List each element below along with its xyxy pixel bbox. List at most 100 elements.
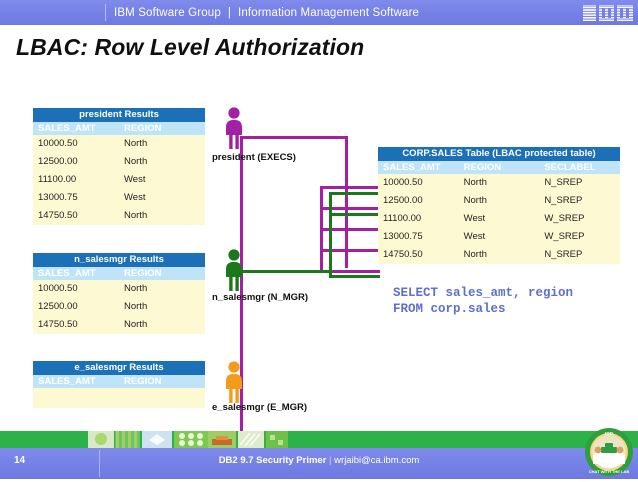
connector-purple-top [240,136,348,139]
table-row: 11100.00 West [33,171,205,189]
table-row: 11100.00 West W_SREP [378,210,620,228]
column-header-region: REGION [119,122,205,135]
column-header-region: REGION [119,375,205,388]
table-title: CORP.SALES Table (LBAC protected table) [378,147,620,161]
person-icon [226,107,242,149]
table-row: 12500.00 North [33,153,205,171]
table-row: 12500.00 North [33,298,205,316]
header-breadcrumb: IBM Software Group | Information Managem… [105,3,419,22]
column-header-sales-amt: SALES_AMT [33,122,119,135]
cell-region: North [119,207,205,225]
table-row: 14750.50 North [33,316,205,334]
ibm-logo [582,4,634,22]
ibm-logo-svg [583,5,633,21]
sql-statement-line-2: FROM corp.sales [393,302,506,316]
cell-sales-amt: 13000.75 [378,228,459,246]
svg-text:IOD: IOD [605,431,614,436]
cell-seclabel: W_SREP [539,210,620,228]
cell-region: North [119,316,205,334]
cell-sales-amt: 14750.50 [33,316,119,334]
footer-deck-title: DB2 9.7 Security Primer [218,455,327,466]
table-row: 13000.75 West [33,189,205,207]
connector-purple-row-5 [320,270,380,273]
column-header-region: REGION [119,267,205,280]
table-header-row: SALES_AMT REGION SECLABEL [378,161,620,174]
cell-sales-amt: 12500.00 [33,298,119,316]
cell-region: West [119,171,205,189]
footer-bar [0,448,638,479]
cell-seclabel: W_SREP [539,228,620,246]
footer-decorative-strip [88,431,288,448]
cell-sales-amt [33,388,119,408]
table-row: 13000.75 West W_SREP [378,228,620,246]
cell-region: North [119,135,205,153]
actor-president-label: president (EXECS) [212,152,296,163]
cell-region: North [458,192,540,210]
header-product-label: Information Management Software [238,6,420,19]
header-divider [105,4,106,21]
cell-sales-amt: 14750.50 [33,207,119,225]
cell-seclabel: N_SREP [539,246,620,264]
cell-seclabel: N_SREP [539,192,620,210]
connector-green-row-5 [329,275,380,278]
page-number: 14 [14,455,26,466]
actor-n-salesmgr-label: n_salesmgr (N_MGR) [212,292,309,303]
column-header-sales-amt: SALES_AMT [33,375,119,388]
table-header-row: SALES_AMT REGION [33,267,205,280]
conference-badge-logo: IOD CHAT WITH THE LAB [584,427,634,477]
table-title: president Results [33,108,205,122]
cell-seclabel: N_SREP [539,174,620,192]
table-title: n_salesmgr Results [33,253,205,267]
connector-purple-row-3 [320,228,380,231]
table-row: 14750.50 North N_SREP [378,246,620,264]
cell-region: North [458,246,540,264]
badge-svg: IOD CHAT WITH THE LAB [585,428,633,476]
column-header-sales-amt: SALES_AMT [378,161,459,174]
cell-sales-amt: 10000.50 [378,174,459,192]
cell-sales-amt: 13000.75 [33,189,119,207]
cell-region [119,388,205,408]
person-icon [226,361,242,403]
table-header-row: SALES_AMT REGION [33,375,205,388]
connector-green-trunk [329,192,332,278]
actor-e-salesmgr-icon [222,360,246,409]
column-header-region: REGION [458,161,540,174]
cell-sales-amt: 12500.00 [378,192,459,210]
header-group-label: IBM Software Group [114,6,221,19]
connector-purple-row-2 [320,207,380,210]
connector-green-stem [240,270,330,273]
footer-contact-email: wrjaibi@ca.ibm.com [334,455,420,466]
actor-president-icon [222,106,246,155]
table-row: 12500.00 North N_SREP [378,192,620,210]
footer-separator: | [326,455,335,466]
header-separator: | [227,6,232,19]
column-header-sales-amt: SALES_AMT [33,267,119,280]
table-title: e_salesmgr Results [33,361,205,375]
cell-region: West [119,189,205,207]
table-row: 10000.50 North [33,280,205,298]
cell-sales-amt: 11100.00 [378,210,459,228]
cell-region: North [458,174,540,192]
cell-sales-amt: 14750.50 [378,246,459,264]
footer-divider [99,450,100,477]
table-row: 14750.50 North [33,207,205,225]
footer-caption: DB2 9.7 Security Primer | wrjaibi@ca.ibm… [0,455,638,466]
cell-sales-amt: 12500.00 [33,153,119,171]
table-header-row: SALES_AMT REGION [33,122,205,135]
connector-purple-right-trunk [345,136,348,268]
table-title-row: e_salesmgr Results [33,361,205,375]
cell-region: West [458,228,540,246]
table-title-row: n_salesmgr Results [33,253,205,267]
column-header-seclabel: SECLABEL [539,161,620,174]
cell-region: North [119,153,205,171]
connector-green-row-2 [329,213,380,216]
cell-region: West [458,210,540,228]
svg-text:CHAT WITH THE LAB: CHAT WITH THE LAB [589,469,630,474]
president-results-table: president Results SALES_AMT REGION 10000… [33,108,205,225]
cell-sales-amt: 10000.50 [33,280,119,298]
connector-purple-row-1 [320,186,380,189]
sql-statement-line-1: SELECT sales_amt, region [393,286,574,300]
page-title: LBAC: Row Level Authorization [16,34,365,60]
connector-green-row-1 [329,192,380,195]
person-icon [226,249,242,291]
